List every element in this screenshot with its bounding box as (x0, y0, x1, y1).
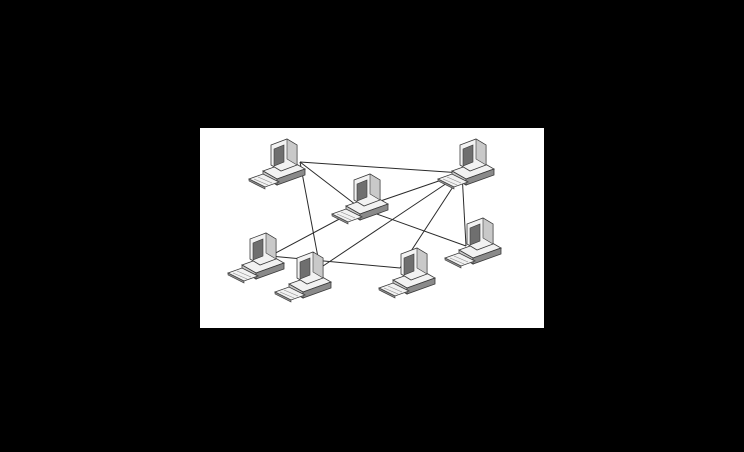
nodes-layer (226, 138, 502, 303)
desktop-computer-icon (443, 217, 502, 269)
network-link (299, 161, 321, 269)
desktop-computer-icon (436, 138, 495, 190)
network-link (319, 172, 463, 269)
desktop-computer-icon (330, 173, 389, 225)
network-link (299, 161, 463, 174)
network-link (359, 207, 467, 247)
desktop-computer-icon (226, 232, 285, 284)
network-link (461, 172, 467, 247)
mesh-network-diagram (226, 138, 502, 303)
desktop-computer-icon (377, 247, 436, 299)
network-link (269, 255, 401, 269)
desktop-computer-icon (273, 251, 332, 303)
network-link (299, 161, 361, 209)
desktop-computer-icon (247, 138, 306, 190)
network-diagram-panel (200, 128, 544, 328)
